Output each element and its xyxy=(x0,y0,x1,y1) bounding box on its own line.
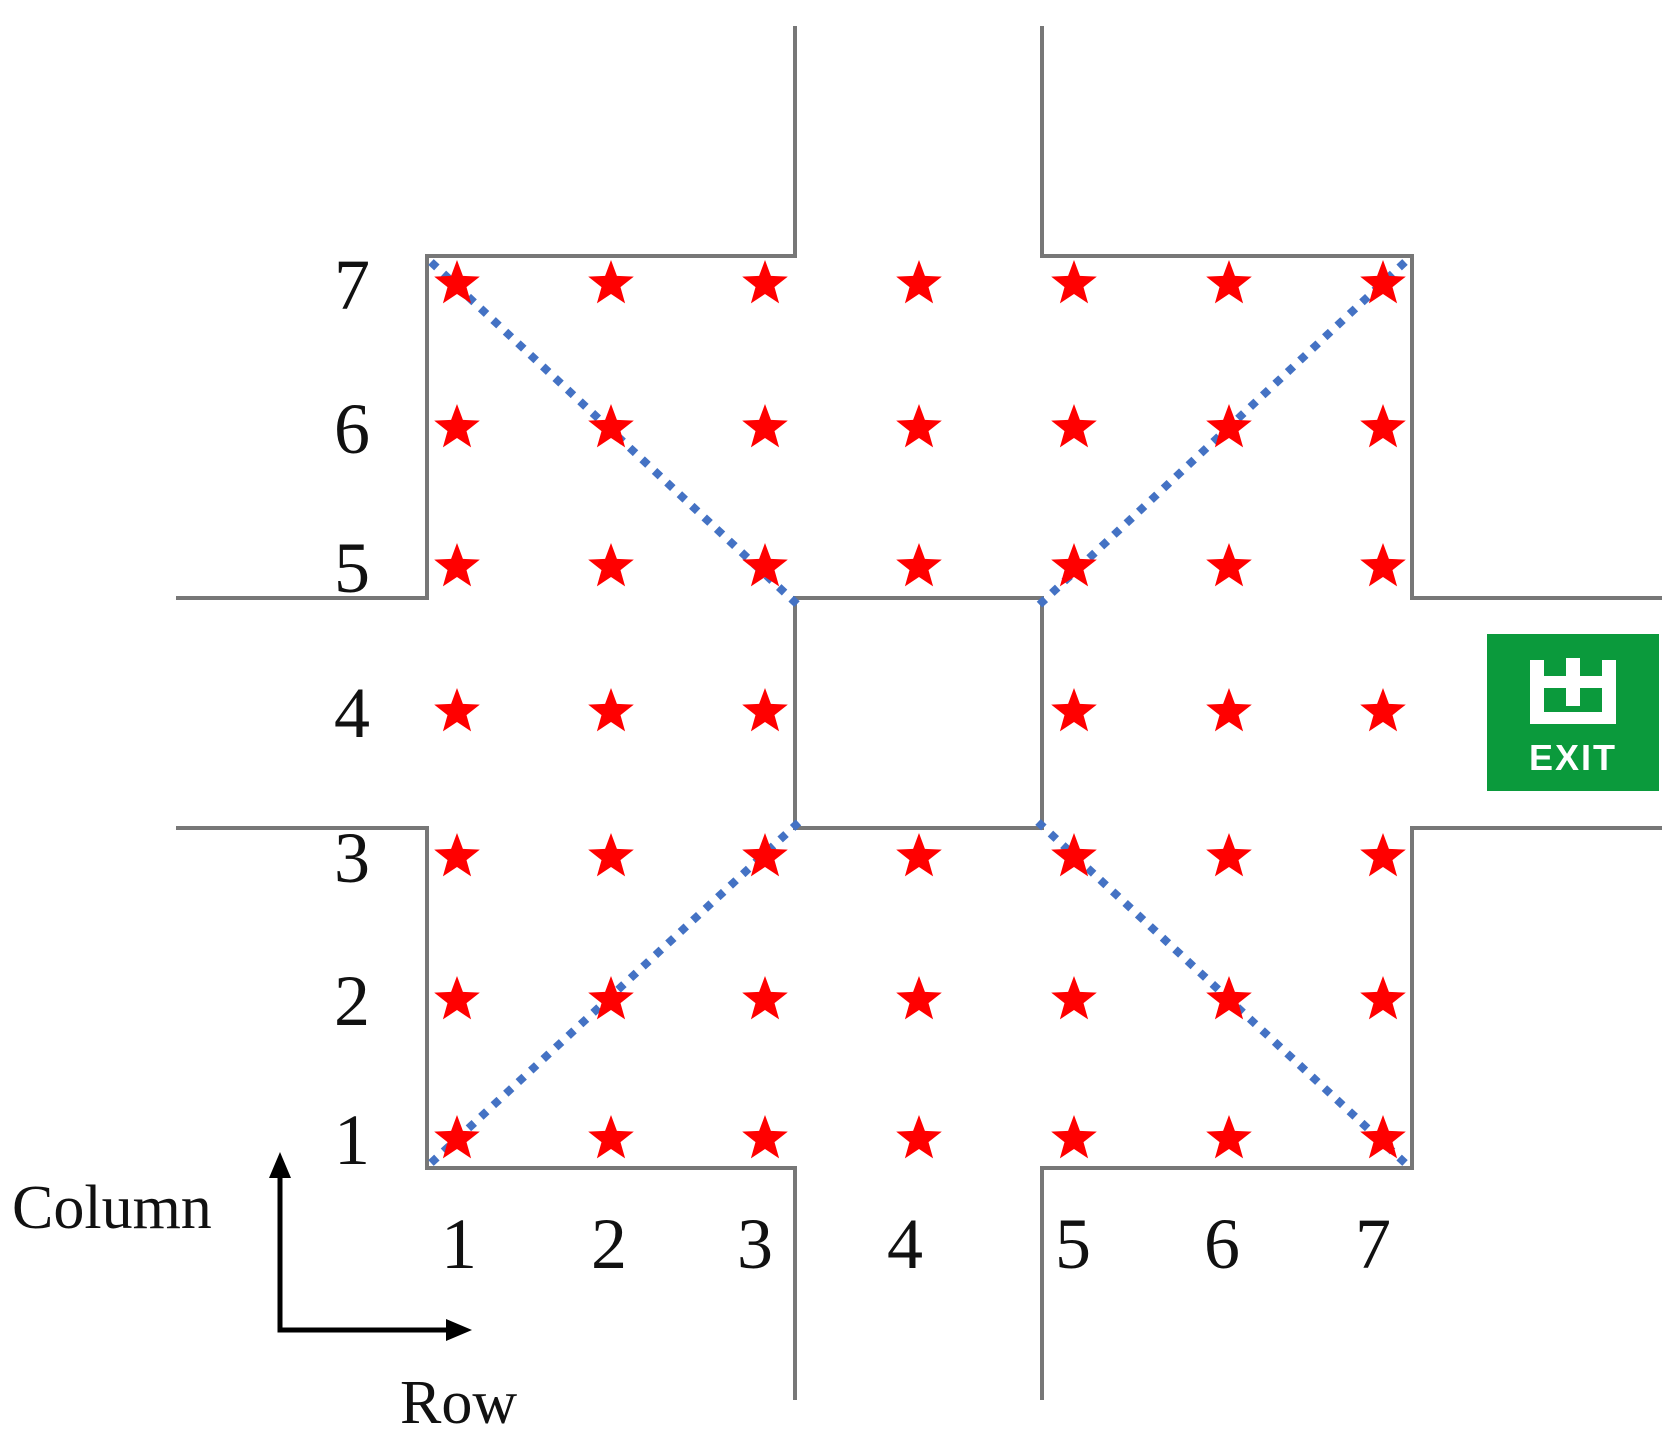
exit-sign: EXIT xyxy=(1487,634,1659,791)
star-marker-r7-c6 xyxy=(1206,260,1252,304)
row-numbers: 1 2 3 4 5 6 7 xyxy=(334,245,370,1180)
row-number-5: 5 xyxy=(334,528,370,608)
star-marker-r1-c2 xyxy=(588,1115,634,1159)
row-number-7: 7 xyxy=(334,245,370,325)
star-marker-r4-c3 xyxy=(742,688,788,732)
row-number-2: 2 xyxy=(334,961,370,1041)
column-number-6: 6 xyxy=(1204,1204,1240,1284)
column-arrowhead-icon xyxy=(269,1152,291,1178)
diagonal-dotted-lines xyxy=(428,259,1408,1166)
star-marker-r5-c3 xyxy=(742,543,788,587)
column-number-2: 2 xyxy=(591,1204,627,1284)
star-marker-r4-c2 xyxy=(588,688,634,732)
star-marker-r7-c5 xyxy=(1051,260,1097,304)
walls xyxy=(176,26,1662,1400)
star-marker-r3-c6 xyxy=(1206,833,1252,877)
star-marker-r2-c3 xyxy=(742,976,788,1020)
star-marker-r6-c6 xyxy=(1206,404,1252,448)
axis-arrow-lines xyxy=(277,1170,460,1333)
star-marker-r1-c1 xyxy=(434,1115,480,1159)
star-marker-r6-c7 xyxy=(1360,404,1406,448)
column-axis-label: Column xyxy=(12,1174,212,1242)
star-marker-r3-c2 xyxy=(588,833,634,877)
star-marker-r1-c6 xyxy=(1206,1115,1252,1159)
column-number-5: 5 xyxy=(1055,1204,1091,1284)
star-marker-r4-c6 xyxy=(1206,688,1252,732)
star-marker-r7-c3 xyxy=(742,260,788,304)
exit-glyph-icon xyxy=(1530,658,1616,724)
star-marker-r3-c7 xyxy=(1360,833,1406,877)
row-axis-label: Row xyxy=(400,1369,517,1437)
star-marker-r1-c3 xyxy=(742,1115,788,1159)
star-marker-r6-c2 xyxy=(588,404,634,448)
column-number-1: 1 xyxy=(441,1204,477,1284)
column-number-7: 7 xyxy=(1355,1204,1391,1284)
wall-bottom-left xyxy=(176,826,797,1400)
central-pillar xyxy=(793,596,1044,830)
wall-bottom-right xyxy=(1040,826,1662,1400)
star-marker-r2-c7 xyxy=(1360,976,1406,1020)
star-markers xyxy=(434,260,1406,1159)
star-marker-r5-c1 xyxy=(434,543,480,587)
star-marker-r6-c3 xyxy=(742,404,788,448)
star-marker-r5-c4 xyxy=(896,543,942,587)
star-marker-r3-c4 xyxy=(896,833,942,877)
exit-sign-text: EXIT xyxy=(1529,737,1617,778)
wall-top-left xyxy=(176,26,797,600)
column-number-3: 3 xyxy=(737,1204,773,1284)
star-marker-r6-c5 xyxy=(1051,404,1097,448)
star-marker-r6-c4 xyxy=(896,404,942,448)
star-marker-r7-c4 xyxy=(896,260,942,304)
star-marker-r6-c1 xyxy=(434,404,480,448)
star-marker-r5-c6 xyxy=(1206,543,1252,587)
column-numbers: 1 2 3 4 5 6 7 xyxy=(441,1204,1391,1284)
star-marker-r4-c1 xyxy=(434,688,480,732)
row-arrowhead-icon xyxy=(446,1319,472,1341)
star-marker-r3-c3 xyxy=(742,833,788,877)
star-marker-r2-c2 xyxy=(588,976,634,1020)
star-marker-r7-c7 xyxy=(1360,260,1406,304)
star-marker-r2-c5 xyxy=(1051,976,1097,1020)
star-marker-r3-c1 xyxy=(434,833,480,877)
star-marker-r5-c2 xyxy=(588,543,634,587)
star-marker-r5-c7 xyxy=(1360,543,1406,587)
star-marker-r4-c7 xyxy=(1360,688,1406,732)
wall-top-right xyxy=(1040,26,1662,600)
star-marker-r3-c5 xyxy=(1051,833,1097,877)
star-marker-r7-c1 xyxy=(434,260,480,304)
star-marker-r1-c4 xyxy=(896,1115,942,1159)
row-number-6: 6 xyxy=(334,389,370,469)
axis-arrows xyxy=(277,1170,460,1333)
star-marker-r7-c2 xyxy=(588,260,634,304)
row-number-4: 4 xyxy=(334,673,370,753)
star-marker-r1-c5 xyxy=(1051,1115,1097,1159)
star-marker-r2-c1 xyxy=(434,976,480,1020)
star-marker-r5-c5 xyxy=(1051,543,1097,587)
row-number-1: 1 xyxy=(334,1100,370,1180)
row-number-3: 3 xyxy=(334,818,370,898)
star-marker-r2-c6 xyxy=(1206,976,1252,1020)
column-number-4: 4 xyxy=(887,1204,923,1284)
star-marker-r4-c5 xyxy=(1051,688,1097,732)
star-marker-r2-c4 xyxy=(896,976,942,1020)
star-marker-r1-c7 xyxy=(1360,1115,1406,1159)
